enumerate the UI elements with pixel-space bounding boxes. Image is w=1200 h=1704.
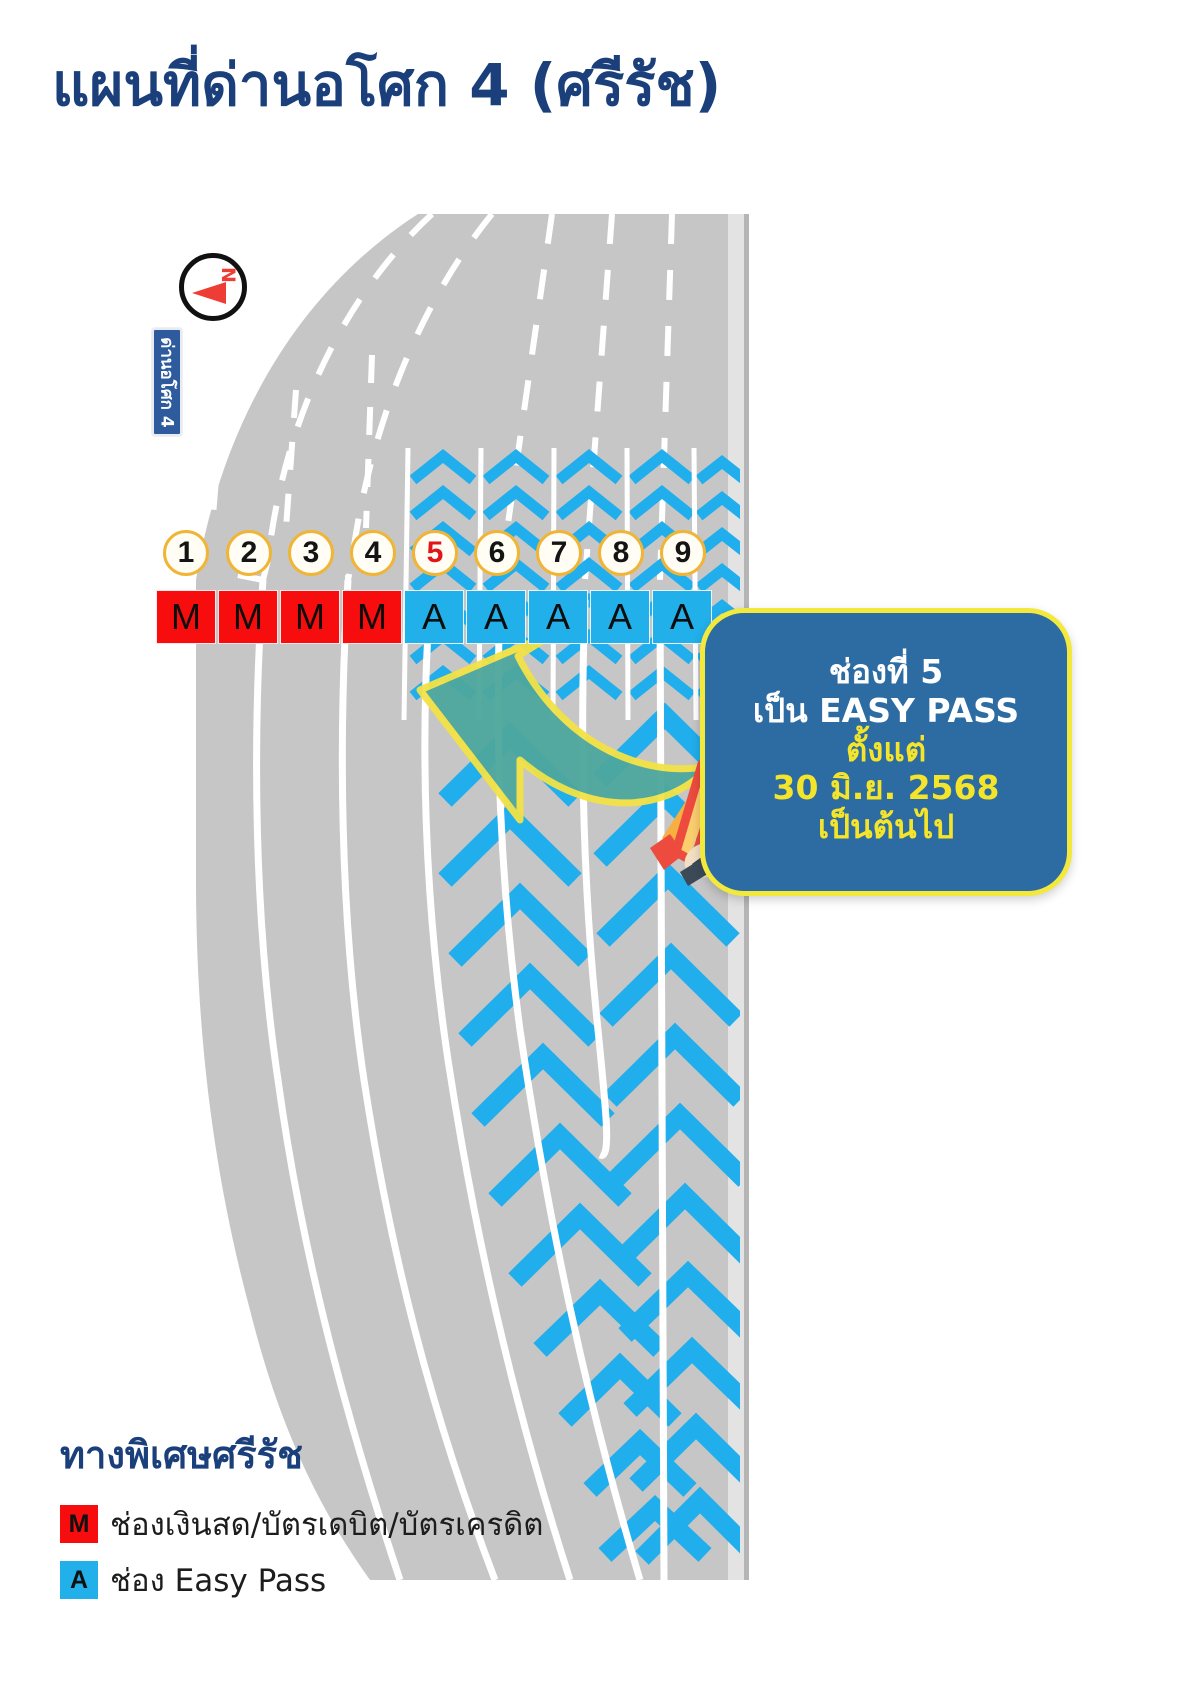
compass-needle	[192, 282, 226, 304]
booth-lane-1: M	[156, 590, 216, 644]
lane-dashes-upper	[260, 211, 675, 581]
callout-line-5: เป็นต้นไป	[817, 807, 955, 847]
booth-lane-8: A	[590, 590, 650, 644]
booth-lane-7: A	[528, 590, 588, 644]
lane-dashes-near-booths	[209, 354, 375, 529]
legend-label-easypass: ช่อง Easy Pass	[110, 1563, 327, 1599]
announcement-callout: ช่องที่ 5 เป็น EASY PASS ตั้งแต่ 30 มิ.ย…	[700, 608, 1072, 896]
legend-heading: ทางพิเศษศรีรัช	[60, 1433, 303, 1477]
lane-dashes-upper-2	[237, 572, 351, 583]
compass-icon: N	[179, 253, 247, 321]
legend-chip-a: A	[60, 1561, 98, 1599]
lane-number-7: 7	[536, 530, 582, 576]
booth-lane-5: A	[404, 590, 464, 644]
legend: ทางพิเศษศรีรัช M ช่องเงินสด/บัตรเดบิต/บั…	[60, 1424, 680, 1611]
page-title: แผนที่ด่านอโศก 4 (ศรีรัช)	[52, 51, 722, 119]
legend-chip-m: M	[60, 1505, 98, 1543]
lane-number-1: 1	[163, 530, 209, 576]
callout-line-4: 30 มิ.ย. 2568	[772, 768, 1000, 808]
callout-line-1: ช่องที่ 5	[828, 651, 944, 691]
legend-item-cash: M ช่องเงินสด/บัตรเดบิต/บัตรเครดิต	[60, 1499, 680, 1549]
legend-item-easypass: A ช่อง Easy Pass	[60, 1555, 680, 1605]
direction-sign-label: ด่านอโศก 4	[156, 336, 177, 428]
chevron-column-separators	[401, 447, 699, 721]
lane-number-4: 4	[350, 530, 396, 576]
lane-number-3: 3	[288, 530, 334, 576]
booth-lane-4: M	[342, 590, 402, 644]
lane-number-9: 9	[660, 530, 706, 576]
booth-lane-6: A	[466, 590, 526, 644]
direction-sign: ด่านอโศก 4	[152, 328, 182, 436]
lane-number-5: 5	[412, 530, 458, 576]
compass-north-label: N	[217, 267, 240, 283]
legend-label-cash: ช่องเงินสด/บัตรเดบิต/บัตรเครดิต	[110, 1507, 544, 1543]
callout-line-2: เป็น EASY PASS	[752, 690, 1020, 730]
booth-lane-2: M	[218, 590, 278, 644]
callout-line-3: ตั้งแต่	[845, 729, 927, 769]
lane-number-6: 6	[474, 530, 520, 576]
booth-lane-3: M	[280, 590, 340, 644]
booth-lane-9: A	[652, 590, 712, 644]
lane-number-8: 8	[598, 530, 644, 576]
lane-number-2: 2	[226, 530, 272, 576]
